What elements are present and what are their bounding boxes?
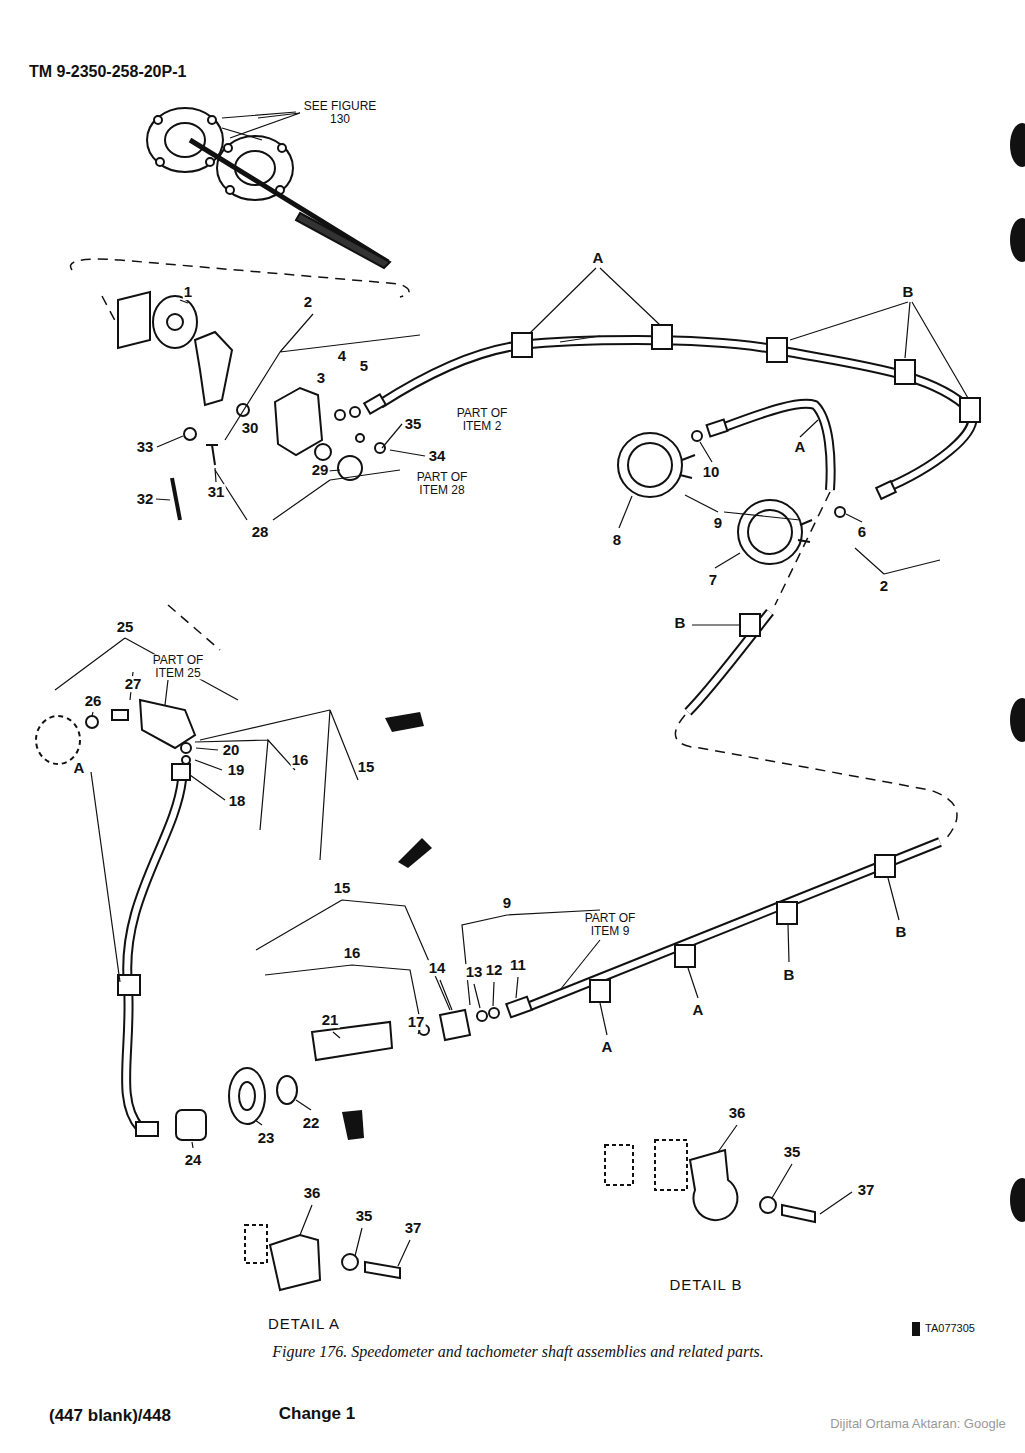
callout-number: 27	[124, 676, 143, 692]
figure-code: TA077305	[924, 1323, 976, 1335]
callout-number: 18	[228, 793, 247, 809]
callout-number: 35	[355, 1208, 374, 1224]
callout-number: 20	[222, 742, 241, 758]
callout-number: 16	[343, 945, 362, 961]
note-text: SEE FIGURE 130	[302, 100, 378, 125]
binding-holes	[912, 123, 1025, 1336]
callout-number: 9	[713, 515, 723, 531]
page-footer: (447 blank)/448	[48, 1407, 172, 1425]
pointer-icons	[342, 712, 432, 1140]
callout-number: 13	[465, 964, 484, 980]
note-text: PART OF ITEM 9	[572, 912, 648, 937]
callout-number: 15	[333, 880, 352, 896]
callout-number: 17	[407, 1014, 426, 1030]
callout-number: 23	[257, 1130, 276, 1146]
callout-number: B	[902, 284, 915, 300]
note-text: PART OF ITEM 25	[140, 654, 216, 679]
leader-lines	[55, 113, 968, 1266]
callout-number: 26	[84, 693, 103, 709]
callout-number: 25	[116, 619, 135, 635]
detail-title: DETAIL B	[668, 1277, 743, 1293]
callout-number: 29	[311, 462, 330, 478]
callout-number: 35	[404, 416, 423, 432]
cable-clamps	[118, 325, 980, 1002]
callout-number: 36	[728, 1105, 747, 1121]
note-text: PART OF ITEM 28	[404, 471, 480, 496]
gauges	[618, 433, 812, 564]
callout-number: 5	[359, 358, 369, 374]
callout-number: B	[783, 967, 796, 983]
callout-number: 2	[879, 578, 889, 594]
callout-number: 12	[485, 962, 504, 978]
dashed-outline	[71, 259, 957, 840]
callout-number: 37	[857, 1182, 876, 1198]
callout-number: 35	[783, 1144, 802, 1160]
page-footer: Change 1	[278, 1405, 357, 1423]
callout-number: 37	[404, 1220, 423, 1236]
callout-number: 1	[183, 284, 193, 300]
manual-number: TM 9-2350-258-20P-1	[28, 64, 187, 81]
watermark: Dijital Ortama Aktaran: Google	[829, 1417, 1007, 1431]
callout-number: A	[601, 1039, 614, 1055]
callout-number: 28	[251, 524, 270, 540]
callout-number: A	[73, 760, 86, 776]
callout-number: 34	[428, 448, 447, 464]
callout-number: 8	[612, 532, 622, 548]
cable-fittings	[136, 394, 896, 1136]
callout-number: 6	[857, 524, 867, 540]
callout-number: 14	[428, 960, 447, 976]
callout-number: B	[674, 615, 687, 631]
cable-assemblies	[126, 340, 972, 1128]
callout-number: 21	[321, 1012, 340, 1028]
callout-number: B	[895, 924, 908, 940]
drive-parts	[36, 700, 499, 1140]
callout-number: 36	[303, 1185, 322, 1201]
callout-number: A	[794, 439, 807, 455]
callout-number: 2	[303, 294, 313, 310]
callout-number: 31	[207, 484, 226, 500]
callout-number: 19	[227, 762, 246, 778]
callout-number: 15	[357, 759, 376, 775]
note-text: PART OF ITEM 2	[444, 407, 520, 432]
callout-number: 11	[509, 957, 527, 973]
adapter-parts	[118, 292, 385, 520]
figure-caption: Figure 176. Speedometer and tachometer s…	[272, 1343, 764, 1361]
callout-number: 7	[708, 572, 718, 588]
transmission-flanges	[147, 108, 390, 268]
callout-number: A	[692, 1002, 705, 1018]
callout-number: A	[592, 250, 605, 266]
callout-number: 3	[316, 370, 326, 386]
callout-number: 30	[241, 420, 260, 436]
detail-clamps	[245, 1140, 815, 1290]
callout-number: 32	[136, 491, 155, 507]
callout-number: 22	[302, 1115, 321, 1131]
callout-number: 9	[502, 895, 512, 911]
callout-number: 16	[291, 752, 310, 768]
callout-number: 33	[136, 439, 155, 455]
callout-number: 24	[184, 1152, 203, 1168]
callout-number: 10	[702, 464, 721, 480]
callout-number: 4	[337, 348, 347, 364]
detail-title: DETAIL A	[267, 1316, 341, 1332]
